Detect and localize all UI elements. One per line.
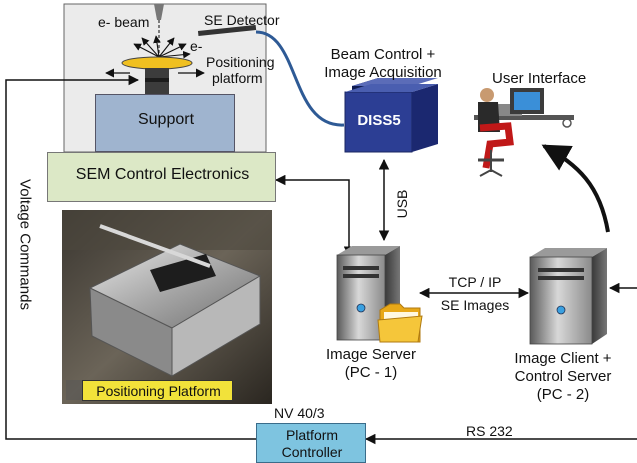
positioning-platform-label-1: Positioning <box>206 54 275 70</box>
folder-icon <box>377 303 423 343</box>
se-images-label: SE Images <box>440 297 510 313</box>
photo-caption-box: Positioning Platform <box>82 380 233 401</box>
tcp-ip-label: TCP / IP <box>448 274 502 290</box>
platform-controller-label-1: Platform <box>285 427 339 443</box>
positioning-platform-label-2: platform <box>212 70 263 86</box>
specimen-disk <box>121 56 193 70</box>
e-beam-label: e- beam <box>98 14 150 30</box>
diss5-label: DISS5 <box>357 112 401 129</box>
image-server-pc-icon <box>336 246 400 341</box>
electron-label: e- <box>190 38 203 54</box>
platform-controller-label-2: Controller <box>281 444 343 460</box>
image-server-label-1: Image Server <box>325 346 417 363</box>
support-box: Support <box>95 94 235 152</box>
image-server-label-2: (PC - 1) <box>344 364 398 381</box>
positioning-platform-photo <box>62 210 272 404</box>
electron-scatter-arrows <box>133 35 191 59</box>
ui-link <box>541 144 610 233</box>
voltage-commands-label: Voltage Commands <box>16 179 34 310</box>
image-client-pc-icon <box>529 248 607 345</box>
image-client-label-1: Image Client + <box>514 350 612 367</box>
rs232-label: RS 232 <box>466 423 513 439</box>
se-detector-cable <box>255 30 345 127</box>
beam-control-label-1: Beam Control + <box>330 46 436 63</box>
sem-control-electronics-box: SEM Control Electronics <box>47 152 276 202</box>
image-client-label-3: (PC - 2) <box>536 386 590 403</box>
voltage-commands-line <box>5 74 258 440</box>
support-label: Support <box>137 111 195 128</box>
diss5-box <box>344 78 438 153</box>
platform-controller-box: Platform Controller <box>256 423 366 463</box>
se-detector-label: SE Detector <box>204 12 280 28</box>
nv-label: NV 40/3 <box>274 405 325 421</box>
se-detector-probe <box>197 24 257 37</box>
photo-caption: Positioning Platform <box>96 383 221 399</box>
image-client-label-2: Control Server <box>514 368 612 385</box>
usb-label: USB <box>394 189 410 219</box>
beam-column <box>154 4 164 20</box>
beam-control-label-2: Image Acquisition <box>324 64 442 81</box>
user-interface-label: User Interface <box>492 70 587 87</box>
sem-control-electronics-label: SEM Control Electronics <box>75 166 250 183</box>
electronics-link <box>274 174 355 258</box>
user-at-computer-icon <box>474 88 574 177</box>
